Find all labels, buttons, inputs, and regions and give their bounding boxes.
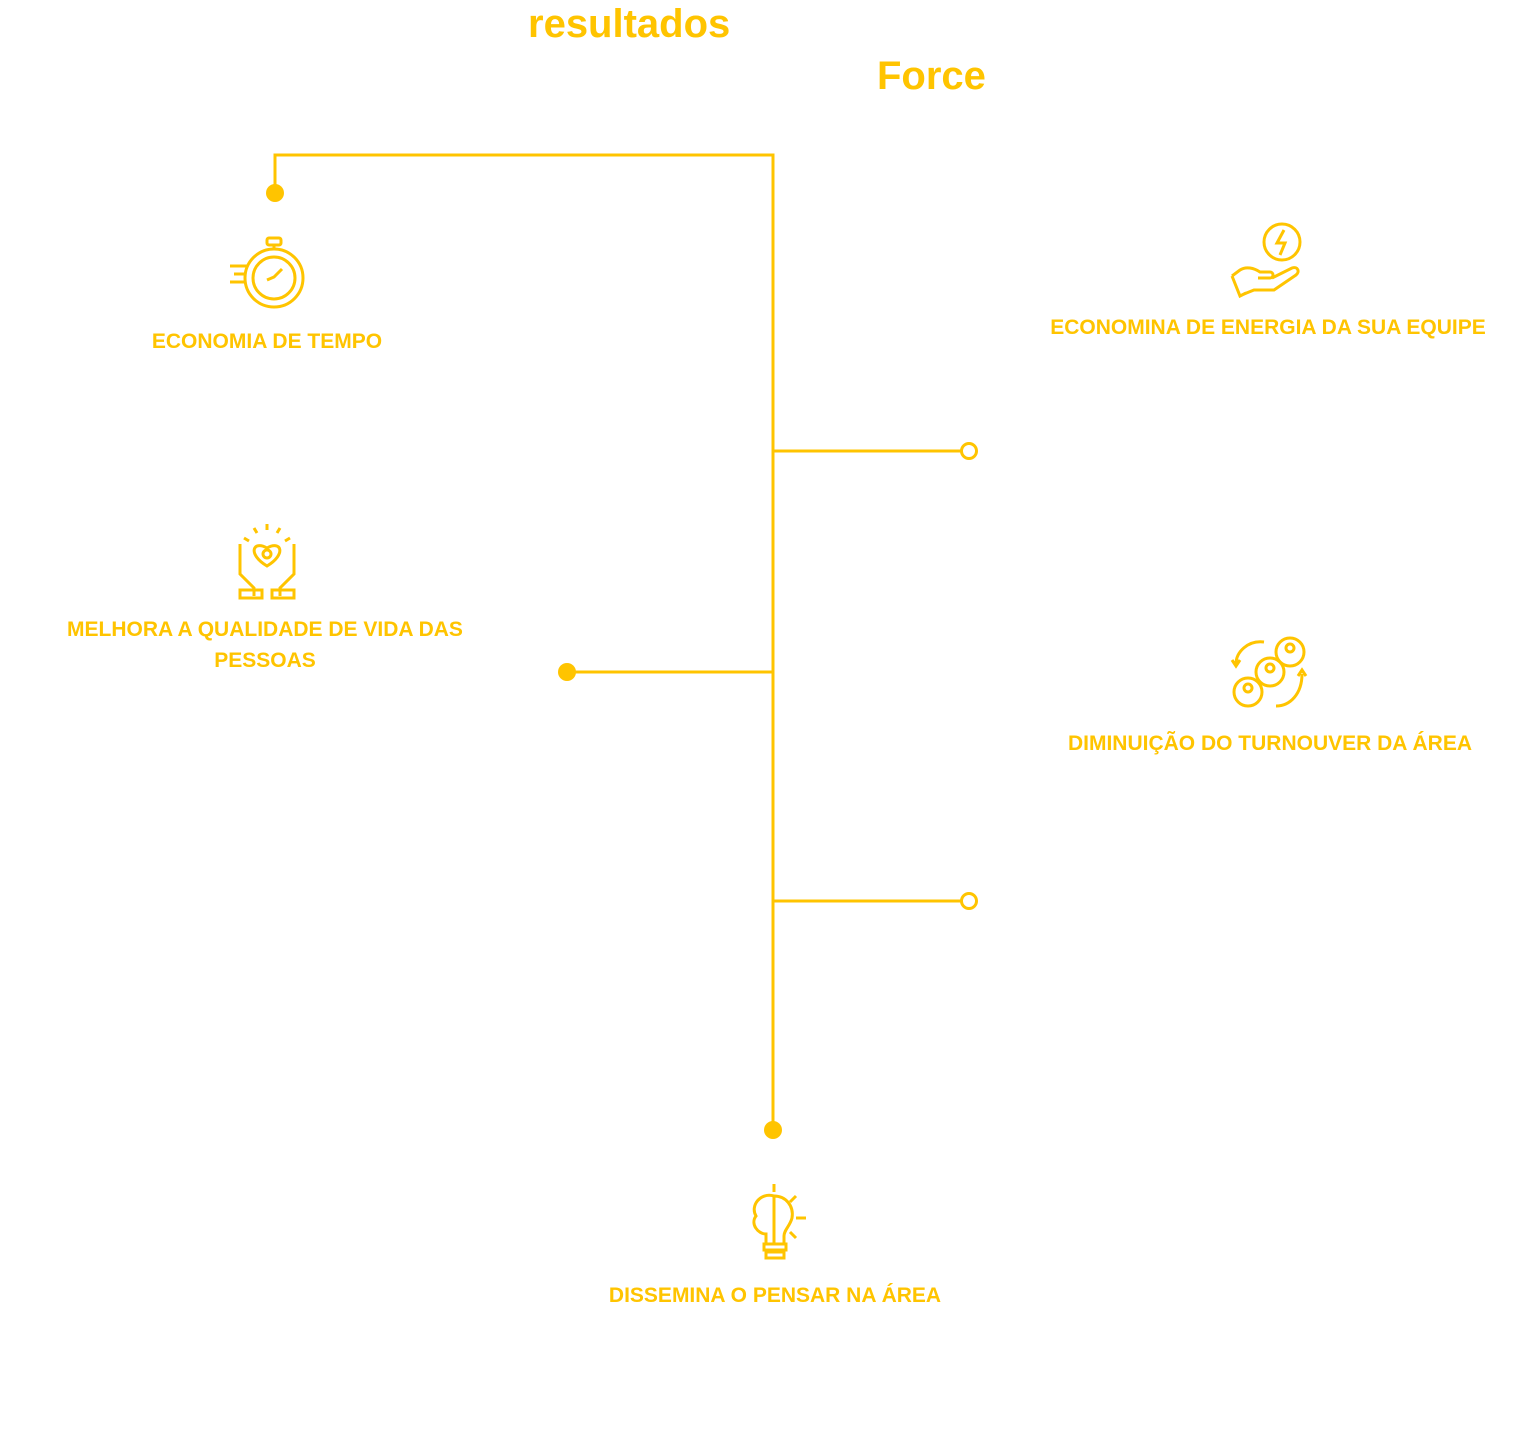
node-dot: [764, 1121, 782, 1139]
node-ring: [960, 892, 978, 910]
people-cycle-icon: [1230, 636, 1308, 708]
node-ring: [960, 442, 978, 460]
hands-heart-icon: [238, 524, 296, 600]
item-label-qualidade: MELHORA A QUALIDADE DE VIDA DAS PESSOAS: [67, 618, 463, 672]
item-label-tempo: ECONOMIA DE TEMPO: [151, 330, 383, 353]
node-dot: [558, 663, 576, 681]
item-label-disseminar: DISSEMINA O PENSAR NA ÁREA: [608, 1284, 942, 1307]
item-label-turnover: DIMINUIÇÃO DO TURNOUVER DA ÁREA: [1067, 732, 1473, 755]
brain-bulb-icon: [752, 1184, 806, 1260]
title-line-2: Force: [877, 54, 986, 98]
hand-energy-icon: [1230, 222, 1302, 299]
node-dot: [266, 184, 284, 202]
title-line-1: resultados: [528, 2, 731, 46]
stopwatch-icon: [230, 236, 305, 309]
item-label-energia: ECONOMINA DE ENERGIA DA SUA EQUIPE: [1050, 316, 1486, 339]
